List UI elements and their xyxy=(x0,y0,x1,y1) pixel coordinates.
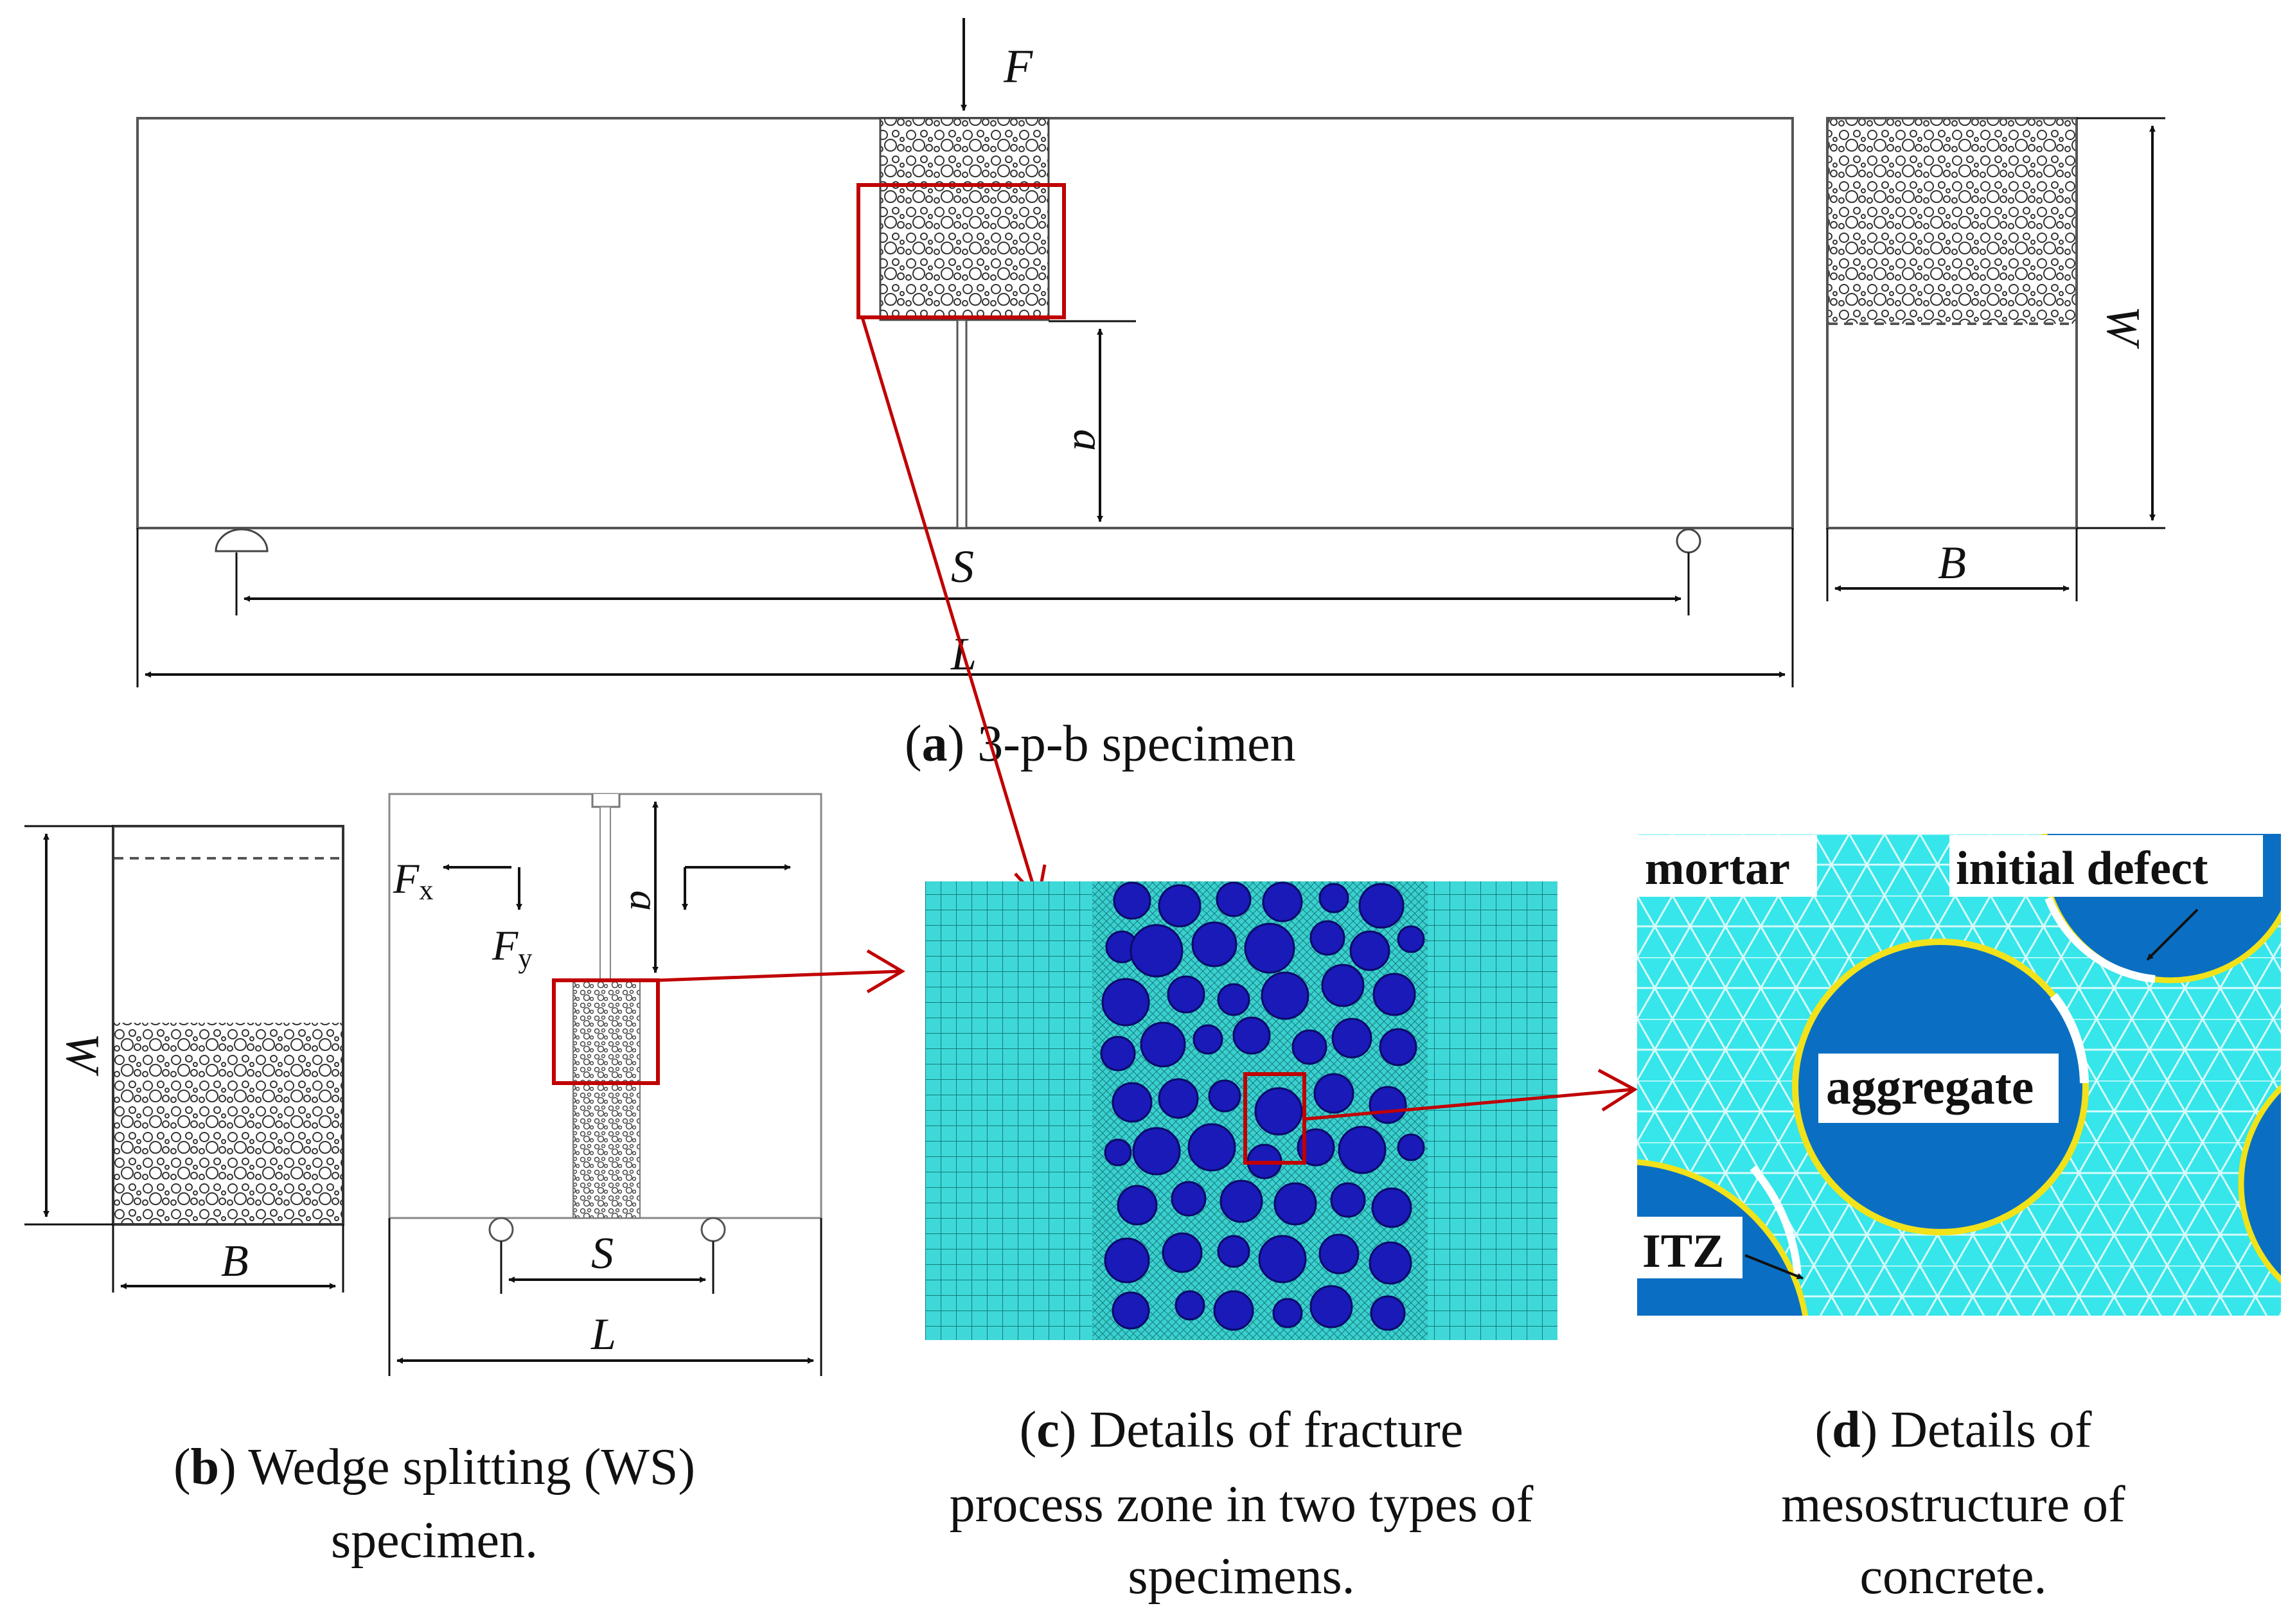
mesh-right-coarse xyxy=(1428,881,1557,1340)
itz-pointer xyxy=(1744,1254,1804,1280)
crack-length-label: a xyxy=(1065,429,1113,451)
ws-notch xyxy=(599,806,611,981)
connector-b-to-c xyxy=(657,969,900,982)
mortar-label: mortar xyxy=(1645,842,1790,895)
ws-thickness-label: B xyxy=(221,1237,249,1286)
itz-label-box xyxy=(1637,1217,1743,1278)
caption-d-line1: (d) Details of xyxy=(1814,1402,2091,1458)
connector-c-to-d xyxy=(1304,1088,1633,1121)
ws-fpz-aggregate-zone xyxy=(572,980,641,1219)
ws-crack-label: a xyxy=(622,890,668,911)
aggregate-label: aggregate xyxy=(1826,1059,2034,1115)
connector-c-to-d-head xyxy=(1597,1068,1638,1112)
initial-defect-gap xyxy=(2050,993,2089,1084)
right-roller-support xyxy=(1676,528,1701,554)
mortar-label-box xyxy=(1637,835,1817,897)
connector-b-to-c-head xyxy=(866,949,905,994)
caption-b-line1: (b) Wedge splitting (WS) xyxy=(173,1439,695,1496)
itz-label: ITZ xyxy=(1642,1225,1725,1278)
neighbor-aggregate-right xyxy=(2238,1084,2281,1284)
span-label: S xyxy=(951,541,974,592)
aggregate-label-box xyxy=(1818,1054,2059,1123)
ws-left-support xyxy=(488,1217,514,1242)
defect-label-box xyxy=(1949,835,2263,897)
ws-fpz-highlight-box xyxy=(552,978,660,1085)
panel-a-3pb-specimen: F a S L W B (a) 3-p-b specimen xyxy=(136,18,2165,772)
caption-c-line1: (c) Details of fracture xyxy=(1020,1402,1464,1458)
fx-label: Fx xyxy=(393,856,433,906)
ws-height-label: W xyxy=(56,1033,109,1077)
ws-groove xyxy=(591,794,621,808)
panel-c-fpz-mesh: (c) Details of fracture process zone in … xyxy=(925,881,1557,1605)
panel-b-ws-specimen: W B Fx Fy a S L (b) Wedge splitting (WS)… xyxy=(24,793,822,1569)
itz-gap-top-right xyxy=(2044,896,2156,983)
itz-gap-lower-left xyxy=(1750,1165,1802,1275)
force-label: F xyxy=(1003,40,1033,93)
cross-section-aggregate-zone xyxy=(1829,119,2075,324)
defect-label: initial defect xyxy=(1956,842,2208,895)
caption-a: (a) 3-p-b specimen xyxy=(905,716,1296,772)
ws-cross-section-aggregate xyxy=(114,1023,342,1223)
caption-c-line3: specimens. xyxy=(1128,1548,1354,1605)
caption-d-line2: mesostructure of xyxy=(1781,1476,2125,1533)
caption-d-line3: concrete. xyxy=(1860,1548,2047,1605)
panel-d-mesostructure: mortar initial defect aggregate ITZ (d) … xyxy=(1637,834,2281,1605)
ws-length-label: L xyxy=(590,1310,616,1359)
connector-a-to-c xyxy=(860,317,1039,899)
fpz-highlight-box xyxy=(856,183,1066,319)
caption-c-line2: process zone in two types of xyxy=(950,1476,1534,1533)
ws-span-label: S xyxy=(591,1229,614,1278)
ws-right-support xyxy=(700,1217,726,1242)
caption-b-line2: specimen. xyxy=(331,1512,538,1569)
aggregate-particles xyxy=(1100,881,1425,1331)
thickness-label: B xyxy=(1938,537,1966,588)
mesh-left-coarse xyxy=(925,881,1092,1340)
defect-pointer xyxy=(2146,908,2199,961)
left-roller-support xyxy=(215,528,269,552)
fy-label: Fy xyxy=(492,922,532,974)
beam-notch xyxy=(956,319,968,529)
height-label: W xyxy=(2097,306,2149,349)
beam-fpz-aggregate-zone xyxy=(879,117,1050,321)
